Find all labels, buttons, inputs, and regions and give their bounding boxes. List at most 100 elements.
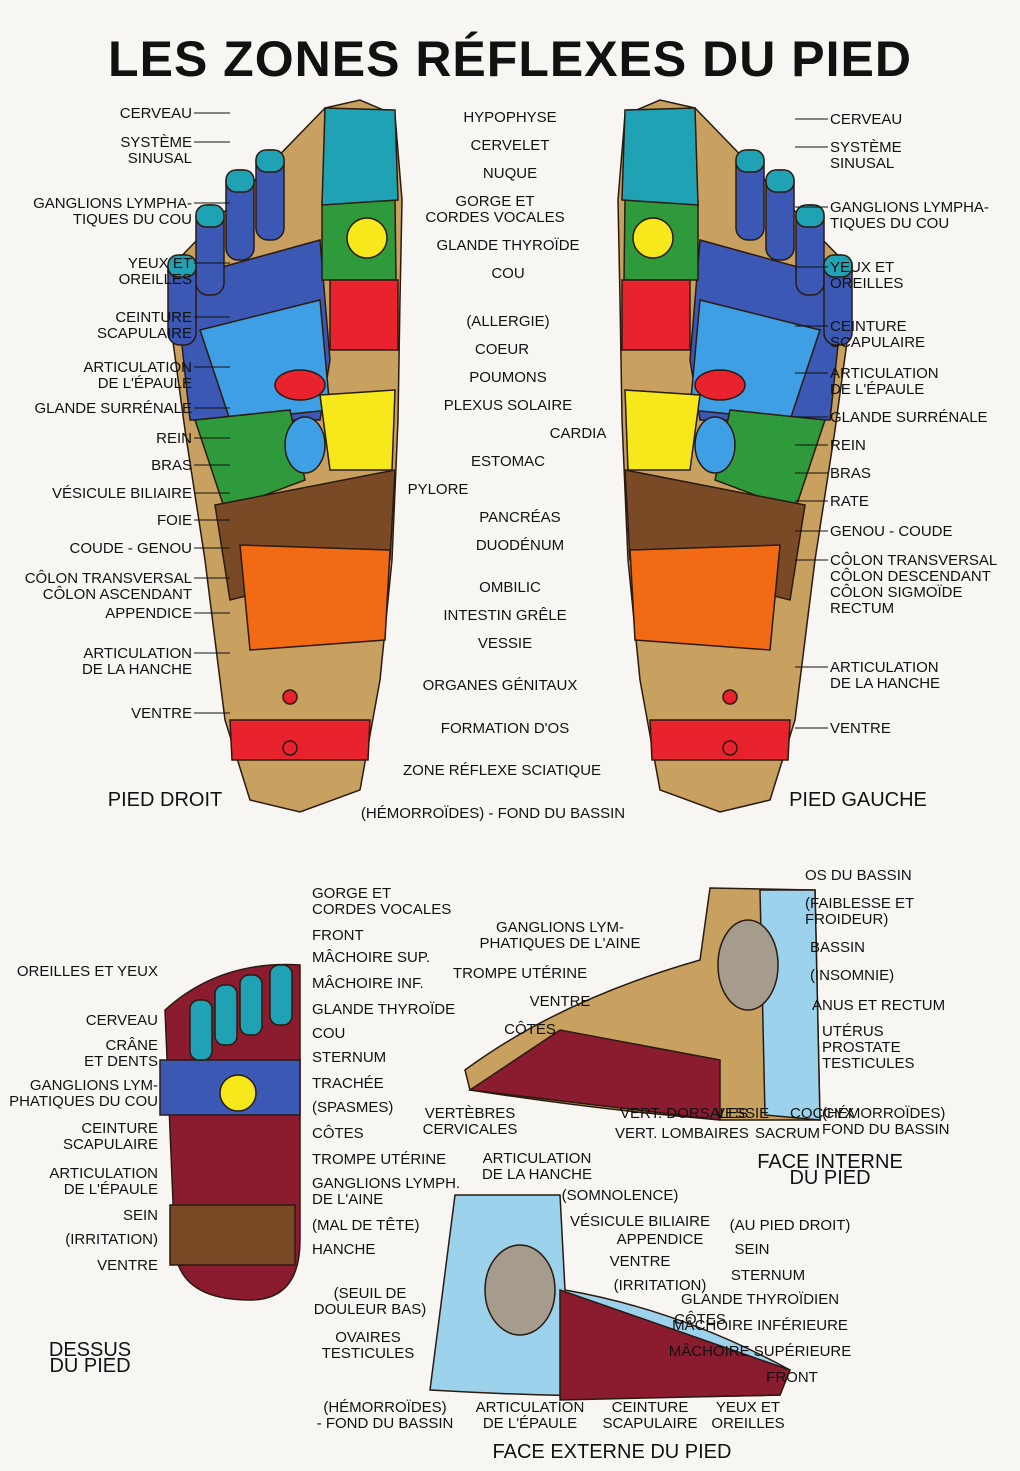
label-interne-7: COCCYX <box>790 1105 854 1122</box>
label-gauche-10: GENOU - COUDE <box>830 523 953 540</box>
label-centre-0: HYPOPHYSE <box>463 109 556 126</box>
zone-sciatique <box>229 719 371 761</box>
label-droit-0: CERVEAU <box>120 105 192 122</box>
label-interne-0: OS DU BASSIN <box>805 867 912 884</box>
dessus-du-pied <box>159 963 301 1301</box>
label-centre-1: CERVELET <box>471 137 550 154</box>
label-droit-2: GANGLIONS LYMPHA-TIQUES DU COU <box>33 195 192 228</box>
interne-zone-vertebres <box>467 1029 721 1121</box>
label-externe-9: CÔTES <box>674 1311 726 1328</box>
caption-pied-droit: PIED DROIT <box>108 789 222 811</box>
zone-foie <box>714 409 827 511</box>
label-interne-6: (HÉMORROÏDES)FOND DU BASSIN <box>822 1105 950 1138</box>
label-dessus-d-9: CÔTES <box>312 1125 364 1142</box>
label-gauche-0: CERVEAU <box>830 111 902 128</box>
label-dessus-g-8: VENTRE <box>97 1257 158 1274</box>
label-centre-13: PYLORE <box>408 481 469 498</box>
label-dessus-d-4: GLANDE THYROÏDE <box>312 1001 455 1018</box>
label-dessus-d-3: MÂCHOIRE INF. <box>312 975 424 992</box>
label-dessus-g-0: OREILLES ET YEUX <box>17 963 158 980</box>
label-dessus-d-6: STERNUM <box>312 1049 386 1066</box>
label-interne-2: BASSIN <box>810 939 865 956</box>
label-dessus-d-5: COU <box>312 1025 345 1042</box>
toe-tip-2 <box>255 149 285 173</box>
label-dessus-d-10: TROMPE UTÉRINE <box>312 1151 446 1168</box>
dessus-toe-2 <box>239 974 263 1036</box>
interne-zone-trompe <box>717 919 779 1011</box>
label-centre-3: GORGE ET <box>455 193 534 210</box>
label-gauche-7: REIN <box>830 437 866 454</box>
label-centre-10: PLEXUS SOLAIRE <box>444 397 572 414</box>
label-interne-3: (INSOMNIE) <box>810 967 894 984</box>
label-centre-4: CORDES VOCALES <box>425 209 564 226</box>
label-droit-9: VÉSICULE BILIAIRE <box>52 485 192 502</box>
label-interne-16: GANGLIONS LYM-PHATIQUES DE L'AINE <box>480 919 641 952</box>
label-dessus-g-3: GANGLIONS LYM-PHATIQUES DU COU <box>9 1077 158 1110</box>
rein-spot <box>284 416 326 474</box>
label-gauche-8: BRAS <box>830 465 871 482</box>
label-interne-14: VENTRE <box>530 993 591 1010</box>
label-dessus-g-6: SEIN <box>123 1207 158 1224</box>
label-centre-6: COU <box>491 265 524 282</box>
face-externe <box>429 1194 791 1401</box>
pied-gauche <box>617 99 853 813</box>
label-dessus-d-1: FRONT <box>312 927 364 944</box>
label-centre-16: OMBILIC <box>479 579 541 596</box>
face-interne <box>464 887 821 1121</box>
zone-estomac <box>319 389 396 471</box>
label-externe-7: (IRRITATION) <box>614 1277 707 1294</box>
toe-tip-5 <box>823 254 853 278</box>
label-interne-9: VESSIE <box>715 1105 769 1122</box>
label-centre-17: INTESTIN GRÊLE <box>443 607 566 624</box>
caption-pied-gauche: PIED GAUCHE <box>789 789 927 811</box>
dessus-toe-3 <box>269 964 293 1026</box>
label-dessus-d-12: (MAL DE TÊTE) <box>312 1217 420 1234</box>
label-dessus-g-1: CERVEAU <box>86 1012 158 1029</box>
dessus-toe-0 <box>189 999 213 1061</box>
label-gauche-9: RATE <box>830 493 869 510</box>
label-externe-8: STERNUM <box>731 1267 805 1284</box>
organes-spot <box>722 689 738 705</box>
label-droit-7: REIN <box>156 430 192 447</box>
label-centre-12: ESTOMAC <box>471 453 545 470</box>
zone-foie <box>193 409 306 511</box>
label-centre-18: VESSIE <box>478 635 532 652</box>
label-interne-11: VERT. LOMBAIRES <box>615 1125 749 1142</box>
label-droit-6: GLANDE SURRÉNALE <box>34 400 192 417</box>
dessus-spot <box>219 1074 257 1112</box>
rein-spot <box>694 416 736 474</box>
cardia-spot <box>694 369 746 401</box>
thyroid-spot <box>632 217 674 259</box>
label-externe-11: MÂCHOIRE INFÉRIEURE <box>672 1317 848 1334</box>
externe-zone-hanche <box>484 1244 556 1336</box>
toe-tip-4 <box>795 204 825 228</box>
label-interne-10: VERT. DORSALES <box>620 1105 748 1122</box>
ventre-spot <box>282 740 298 756</box>
label-interne-4: ANUS ET RECTUM <box>812 997 945 1014</box>
label-gauche-13: VENTRE <box>830 720 891 737</box>
thyroid-spot <box>346 217 388 259</box>
label-droit-13: APPENDICE <box>105 605 192 622</box>
label-externe-13: FRONT <box>766 1369 818 1386</box>
zone-estomac <box>624 389 701 471</box>
label-externe-12: MÂCHOIRE SUPÉRIEURE <box>669 1343 852 1360</box>
